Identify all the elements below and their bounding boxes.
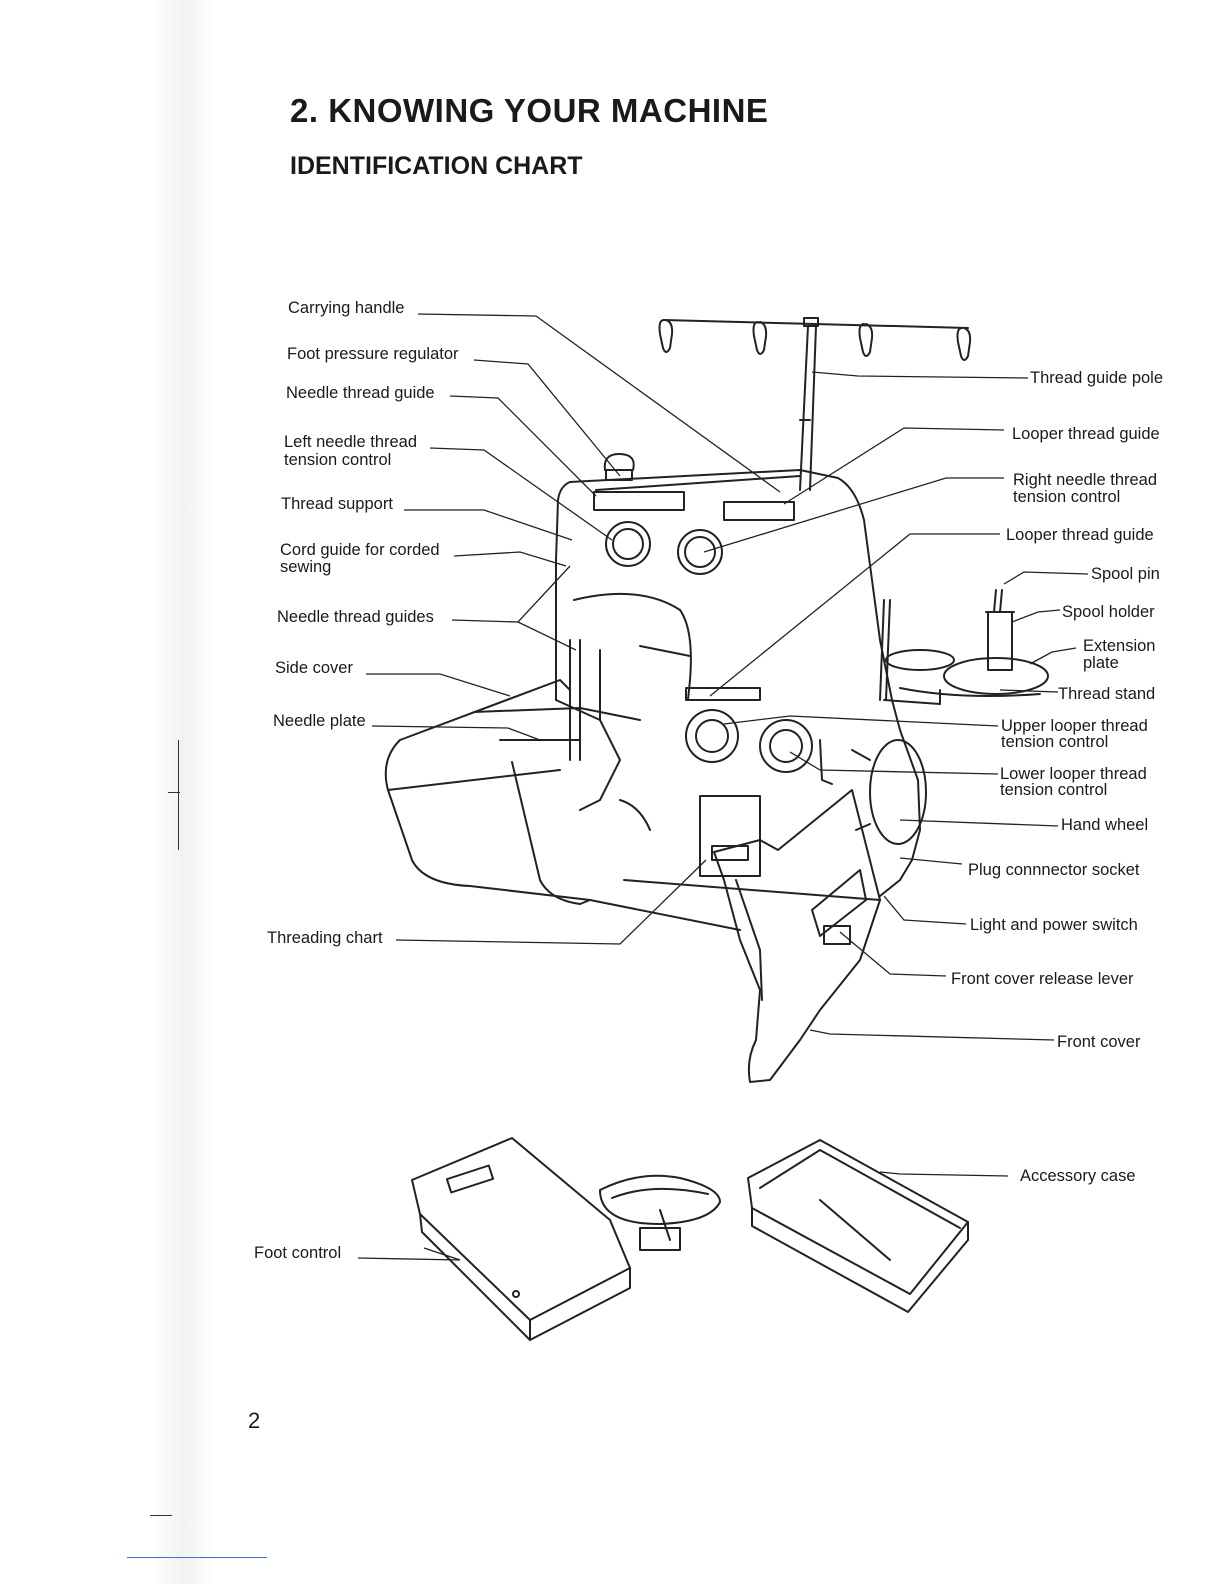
label-left-needle-tension-2: tension control bbox=[284, 451, 392, 469]
label-left-needle-tension-1: Left needle thread bbox=[284, 433, 418, 451]
label-front-cover-release: Front cover release lever bbox=[951, 970, 1134, 988]
label-threading-chart: Threading chart bbox=[267, 929, 383, 947]
leader-accessory-case bbox=[879, 1171, 1009, 1177]
label-needle-thread-guide: Needle thread guide bbox=[286, 384, 435, 402]
label-needle-plate: Needle plate bbox=[273, 712, 366, 730]
leader-lower-looper bbox=[789, 751, 999, 775]
leader-looper-guide-mid bbox=[709, 533, 1000, 697]
label-cord-guide-2: sewing bbox=[280, 558, 332, 576]
leader-needle-plate bbox=[371, 725, 541, 741]
leader-hand-wheel bbox=[899, 819, 1059, 827]
leader-cord-guide bbox=[453, 551, 567, 567]
page-subtitle: IDENTIFICATION CHART bbox=[290, 152, 583, 180]
label-cord-guide-1: Cord guide for corded bbox=[280, 541, 440, 559]
label-accessory-case: Accessory case bbox=[1020, 1167, 1136, 1185]
label-extension-plate-1: Extension bbox=[1083, 637, 1156, 655]
label-spool-holder: Spool holder bbox=[1062, 603, 1155, 621]
label-looper-thread-guide-top: Looper thread guide bbox=[1012, 425, 1160, 443]
label-light-power-switch: Light and power switch bbox=[970, 916, 1138, 934]
leader-needle-thread-guides bbox=[451, 565, 571, 623]
label-upper-looper-1: Upper looper thread bbox=[1001, 717, 1148, 735]
leader-extension-plate bbox=[1029, 647, 1077, 665]
leader-spool-pin bbox=[1003, 571, 1089, 585]
leader-needle-thread-guides-2 bbox=[517, 621, 577, 651]
label-extension-plate-2: plate bbox=[1083, 654, 1119, 672]
leader-looper-guide-top bbox=[783, 427, 1005, 505]
leader-light-switch bbox=[883, 895, 967, 925]
label-hand-wheel: Hand wheel bbox=[1061, 816, 1149, 834]
leader-thread-guide-pole bbox=[811, 371, 1029, 379]
page-number: 2 bbox=[248, 1408, 261, 1433]
label-foot-pressure-regulator: Foot pressure regulator bbox=[287, 345, 459, 363]
leader-carrying-handle bbox=[417, 313, 781, 493]
label-front-cover: Front cover bbox=[1057, 1033, 1141, 1051]
leader-side-cover bbox=[366, 673, 511, 697]
label-thread-support: Thread support bbox=[281, 495, 393, 513]
label-thread-stand: Thread stand bbox=[1058, 685, 1156, 703]
leader-foot-control bbox=[357, 1247, 461, 1261]
leader-front-cover-release bbox=[839, 931, 947, 977]
leader-right-needle-tension bbox=[703, 477, 1004, 553]
thread-guide-pole-drawing bbox=[658, 317, 972, 491]
label-looper-thread-guide-mid: Looper thread guide bbox=[1006, 526, 1154, 544]
margin-mark bbox=[168, 792, 180, 793]
leader-foot-pressure bbox=[473, 359, 621, 477]
label-lower-looper-1: Lower looper thread bbox=[1000, 765, 1147, 783]
label-foot-control: Foot control bbox=[254, 1244, 342, 1262]
leader-front-cover bbox=[809, 1029, 1055, 1041]
label-spool-pin: Spool pin bbox=[1091, 565, 1160, 583]
leader-thread-support bbox=[404, 509, 573, 541]
margin-mark bbox=[178, 740, 179, 850]
leader-threading-chart bbox=[395, 859, 707, 945]
label-side-cover: Side cover bbox=[275, 659, 353, 677]
margin-mark bbox=[150, 1515, 172, 1516]
machine-body-drawing bbox=[384, 453, 955, 1083]
leader-needle-thread-guide bbox=[449, 395, 597, 497]
label-right-needle-tension-2: tension control bbox=[1013, 488, 1121, 506]
footer-rule bbox=[127, 1557, 267, 1558]
label-upper-looper-2: tension control bbox=[1001, 733, 1109, 751]
label-right-needle-tension-1: Right needle thread bbox=[1013, 471, 1158, 489]
leader-thread-stand bbox=[999, 689, 1059, 693]
label-carrying-handle: Carrying handle bbox=[288, 299, 405, 317]
label-lower-looper-2: tension control bbox=[1000, 781, 1108, 799]
label-thread-guide-pole: Thread guide pole bbox=[1030, 369, 1164, 387]
page-title: 2. KNOWING YOUR MACHINE bbox=[290, 92, 769, 129]
leader-upper-looper bbox=[723, 715, 999, 727]
leader-plug-socket bbox=[899, 857, 963, 865]
label-plug-socket: Plug connnector socket bbox=[968, 861, 1140, 879]
label-needle-thread-guides: Needle thread guides bbox=[277, 608, 434, 626]
spool-holder-drawing bbox=[899, 589, 1049, 697]
foot-control-drawing bbox=[411, 1137, 721, 1341]
accessory-case-drawing bbox=[747, 1139, 969, 1313]
leader-spool-holder bbox=[1011, 609, 1061, 623]
leader-left-needle-tension bbox=[429, 447, 613, 541]
